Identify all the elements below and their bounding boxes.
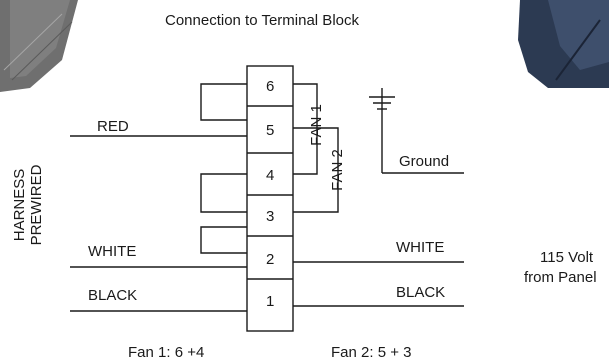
jumper-3-2 — [200, 226, 247, 254]
diagram-title: Connection to Terminal Block — [165, 12, 359, 29]
harness-prewired-label: HARNESS PREWIRED — [11, 164, 45, 245]
ground-label: Ground — [399, 153, 449, 170]
black-wire-left-label: BLACK — [88, 287, 137, 304]
fan2-label: FAN 2 — [329, 149, 346, 191]
jumper-4-3 — [200, 173, 247, 213]
fan2-bracket — [293, 127, 339, 213]
fan-brackets — [293, 83, 339, 213]
fan1-label: FAN 1 — [308, 104, 325, 146]
left-wiring — [70, 83, 247, 312]
white-wire-left-label: WHITE — [88, 243, 136, 260]
jumper-6-5 — [200, 83, 247, 121]
terminal-block — [246, 65, 294, 332]
ground-symbol — [369, 88, 464, 174]
white-wire-right-label: WHITE — [396, 239, 444, 256]
terminal-6-label: 6 — [266, 78, 274, 95]
photo-fragment-right — [518, 0, 609, 88]
terminal-4-label: 4 — [266, 167, 274, 184]
supply-label-line1: 115 Volt — [540, 249, 594, 266]
harness-label-line1: HARNESS — [11, 169, 28, 242]
terminal-numbers: 6 5 4 3 2 1 — [266, 78, 274, 310]
terminal-1-label: 1 — [266, 293, 274, 310]
fan2-footnote: Fan 2: 5 + 3 — [331, 344, 411, 361]
right-wiring — [293, 261, 464, 307]
black-wire-right-label: BLACK — [396, 284, 445, 301]
terminal-2-label: 2 — [266, 251, 274, 268]
red-wire-label: RED — [97, 118, 129, 135]
fan1-footnote: Fan 1: 6 +4 — [128, 344, 204, 361]
terminal-3-label: 3 — [266, 208, 274, 225]
terminal-5-label: 5 — [266, 122, 274, 139]
fan1-bracket — [293, 83, 318, 175]
photo-fragment-left — [0, 0, 78, 92]
harness-label-line2: PREWIRED — [28, 164, 45, 245]
supply-label-line2: from Panel — [524, 269, 597, 286]
